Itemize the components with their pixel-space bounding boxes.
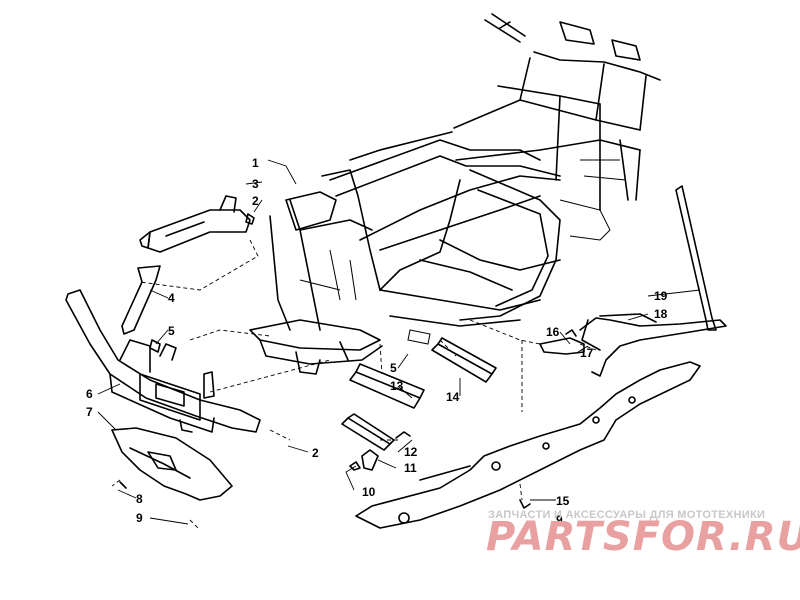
front-support-bracket xyxy=(121,265,161,335)
callout-6: 6 xyxy=(86,387,93,401)
leader-lines xyxy=(97,159,701,525)
callout-17: 17 xyxy=(580,346,594,360)
pad-13 xyxy=(349,363,425,409)
callout-14: 14 xyxy=(446,390,460,404)
callout-labels: 1 3 2 4 5 6 7 2 8 9 5 13 14 12 11 10 16 … xyxy=(86,156,668,527)
rail-bracket xyxy=(539,329,585,355)
callout-1: 1 xyxy=(252,156,259,170)
callout-9-right: 9 xyxy=(556,513,563,527)
assembly-lines xyxy=(111,239,597,529)
fastener-left xyxy=(149,339,161,353)
callout-12: 12 xyxy=(404,445,418,459)
callout-15: 15 xyxy=(556,494,570,508)
callout-16: 16 xyxy=(546,325,560,339)
callout-5-left: 5 xyxy=(168,324,175,338)
belly-pan xyxy=(355,361,701,529)
callout-18: 18 xyxy=(654,307,668,321)
callout-13: 13 xyxy=(390,379,404,393)
support-rod xyxy=(675,185,717,331)
callout-4: 4 xyxy=(168,291,175,305)
callout-5-center: 5 xyxy=(390,361,397,375)
watermark-logo: PARTSFOR.RU xyxy=(486,514,800,560)
footrest-bracket xyxy=(341,413,411,451)
watermark-tagline: ЗАПЧАСТИ И АКСЕССУАРЫ ДЛЯ МОТОТЕХНИКИ xyxy=(488,509,765,521)
side-rail xyxy=(579,313,727,377)
callout-19: 19 xyxy=(654,289,668,303)
callout-8: 8 xyxy=(136,492,143,506)
callout-2-upper: 2 xyxy=(252,194,259,208)
callout-11: 11 xyxy=(404,461,417,475)
main-frame xyxy=(249,13,661,375)
callout-7: 7 xyxy=(86,405,93,419)
fastener-upper xyxy=(245,213,255,225)
clip-fastener xyxy=(349,449,379,471)
front-skid-plate xyxy=(111,427,233,501)
pad-14 xyxy=(431,337,497,383)
front-rack-bracket xyxy=(139,195,251,253)
callout-9-left: 9 xyxy=(136,511,143,525)
front-bumper xyxy=(65,289,261,433)
callout-3: 3 xyxy=(252,177,259,191)
watermark: ЗАПЧАСТИ И АКСЕССУАРЫ ДЛЯ МОТОТЕХНИКИ PA… xyxy=(486,509,800,560)
callout-10: 10 xyxy=(362,485,376,499)
callout-2-lower: 2 xyxy=(312,446,319,460)
